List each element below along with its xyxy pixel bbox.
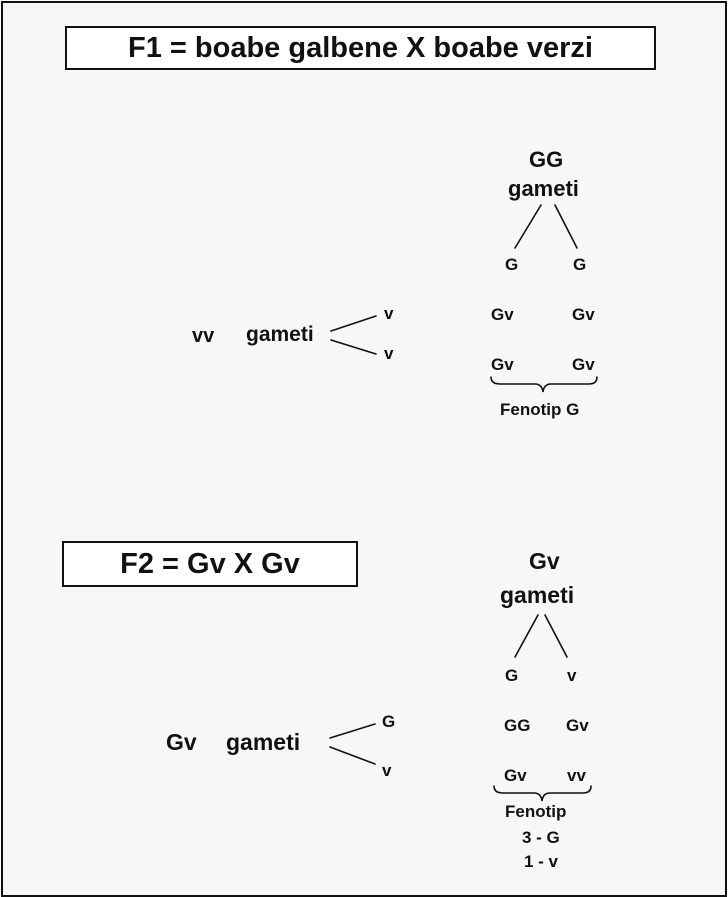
f2-male-gamete-2: v [567, 666, 577, 685]
f2-cell-1-1: GG [504, 716, 531, 735]
f2-male-branch-right [544, 614, 568, 658]
f1-title: F1 = boabe galbene X boabe verzi [128, 31, 593, 64]
f2-title: F2 = Gv X Gv [120, 547, 300, 580]
f2-female-gamete-1: G [382, 712, 396, 731]
f1-female-branch-top [330, 315, 377, 332]
f2-phenotype-ratio-v: 1 - v [524, 852, 559, 871]
f1-brace [490, 376, 598, 393]
f2-male-gamete-1: G [505, 666, 519, 685]
f1-cell-2-2: Gv [572, 355, 595, 374]
f2-female-gameti-label: gameti [226, 729, 301, 755]
f1-female-branch-bottom [330, 339, 377, 355]
f2-male-gameti-label: gameti [500, 582, 575, 608]
f2-male-branch-left [514, 614, 539, 658]
f2-brace [493, 785, 592, 802]
f1-female-gameti-label: gameti [246, 323, 314, 346]
f2-cell-1-2: Gv [566, 716, 589, 735]
f1-phenotype: Fenotip G [500, 400, 580, 419]
f1-female-gamete-1: v [384, 304, 394, 323]
f1-female-genotype: vv [192, 325, 215, 347]
f1-male-branch-right [554, 204, 578, 249]
f2-female-branch-bottom [329, 746, 376, 765]
f2-phenotype-label: Fenotip [505, 802, 567, 821]
f1-male-gamete-2: G [573, 255, 587, 274]
f2-female-branch-top [329, 723, 376, 739]
f1-male-gameti-label: gameti [508, 176, 579, 201]
f2-title-box: F2 = Gv X Gv [62, 541, 358, 587]
f1-cell-1-1: Gv [491, 305, 514, 324]
f2-phenotype-ratio-g: 3 - G [522, 828, 560, 847]
f1-female-gamete-2: v [384, 344, 394, 363]
f1-male-genotype: GG [529, 147, 564, 172]
f1-male-branch-left [514, 204, 542, 249]
f2-cell-2-1: Gv [504, 766, 527, 785]
f2-female-gamete-2: v [382, 761, 392, 780]
f2-female-genotype: Gv [166, 729, 197, 755]
f1-cell-2-1: Gv [491, 355, 514, 374]
f1-cell-1-2: Gv [572, 305, 595, 324]
f2-cell-2-2: vv [567, 766, 586, 785]
f1-title-box: F1 = boabe galbene X boabe verzi [65, 26, 656, 70]
f2-male-genotype: Gv [529, 548, 560, 574]
f1-male-gamete-1: G [505, 255, 519, 274]
